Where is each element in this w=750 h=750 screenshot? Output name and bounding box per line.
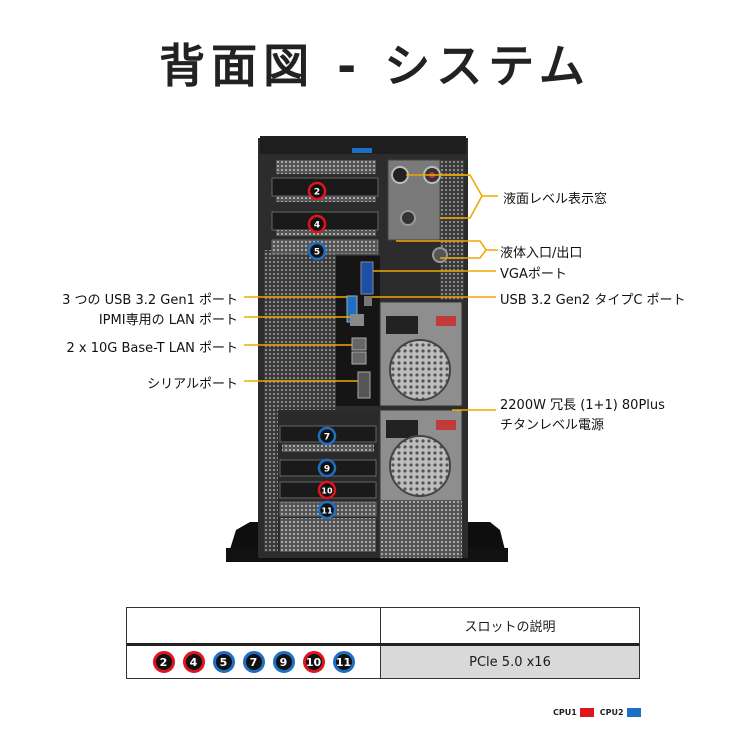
vga-port	[360, 261, 374, 295]
legend-cpu1-label: CPU1	[553, 708, 577, 717]
slot-badge-label-5: 5	[314, 248, 320, 258]
table-slot-5: 5	[212, 651, 235, 673]
top-connector	[352, 148, 372, 153]
table-slot-11: 11	[332, 651, 355, 673]
liquid-window-1	[391, 166, 409, 184]
slot-badge-2	[307, 181, 327, 201]
slot-badge-4	[307, 214, 327, 234]
right-mesh	[440, 160, 464, 300]
table-slot-2: 2	[152, 651, 175, 673]
label-liquid-level: 液面レベル表示窓	[503, 192, 608, 207]
cpu-legend: CPU1 CPU2	[553, 708, 647, 717]
label-psu-line1: 2200W 冗長 (1+1) 80Plus	[500, 398, 665, 413]
slot-badge-11	[317, 500, 337, 520]
slot-badge-label-11: 11	[321, 507, 333, 516]
table-header-row: スロットの説明	[127, 608, 639, 646]
slot-badge-label-10: 10	[321, 487, 333, 496]
slot-badge-5	[307, 241, 327, 261]
legend-cpu1-swatch	[579, 708, 594, 717]
liquid-outlet	[432, 247, 448, 263]
psu-2-fan	[389, 435, 451, 497]
table-header-blank	[127, 608, 381, 643]
left-lower-mesh	[264, 410, 278, 552]
callout-lines	[244, 174, 498, 411]
table-slot-9: 9	[272, 651, 295, 673]
label-usb-gen1: 3 つの USB 3.2 Gen1 ポート	[62, 293, 238, 308]
ipmi-port	[350, 314, 364, 326]
table-slot-4: 4	[182, 651, 205, 673]
table-slot-10: 10	[302, 651, 325, 673]
label-serial: シリアルポート	[147, 377, 238, 392]
slot-badge-label-9: 9	[324, 465, 330, 475]
left-mesh	[264, 250, 336, 410]
lan-port-1	[351, 337, 367, 351]
slot-badge-7	[317, 426, 337, 446]
top-bezel	[260, 136, 466, 154]
slot-badge-label-4: 4	[314, 221, 320, 231]
callout-liquid-io	[396, 240, 498, 251]
table-slot-type: PCle 5.0 x16	[381, 646, 639, 678]
slot-badge-label-2: 2	[314, 188, 320, 198]
legend-cpu2-label: CPU2	[599, 708, 624, 717]
table-slot-7: 7	[242, 651, 265, 673]
label-lan10g: 2 x 10G Base-T LAN ポート	[66, 341, 239, 356]
slot-badge-9	[317, 458, 337, 478]
liquid-inlet	[400, 210, 416, 226]
serial-port	[357, 371, 371, 399]
slot-badge-label-7: 7	[324, 433, 330, 443]
table-header-label: スロットの説明	[464, 620, 556, 635]
slot-badge-10	[317, 480, 337, 500]
label-vga: VGAポート	[500, 267, 567, 282]
lan-port-2	[351, 351, 367, 365]
callout-liquid-level	[406, 174, 498, 197]
label-psu-line2: チタンレベル電源	[500, 418, 605, 433]
page-title: 背面図 - システム	[159, 39, 591, 93]
psu-1-fan	[389, 339, 451, 401]
usb-gen2-port	[364, 296, 372, 306]
label-usb-gen2: USB 3.2 Gen2 タイプC ポート	[500, 293, 686, 308]
label-liquid-io: 液体入口/出口	[500, 246, 583, 261]
slot-badges: 2 4 5 7 9 10 11	[307, 181, 337, 520]
legend-cpu2-swatch	[626, 708, 641, 717]
label-ipmi: IPMI専用の LAN ポート	[98, 313, 238, 328]
chassis-rear-diagram: 2 4 5 7 9 10 11	[226, 136, 508, 562]
